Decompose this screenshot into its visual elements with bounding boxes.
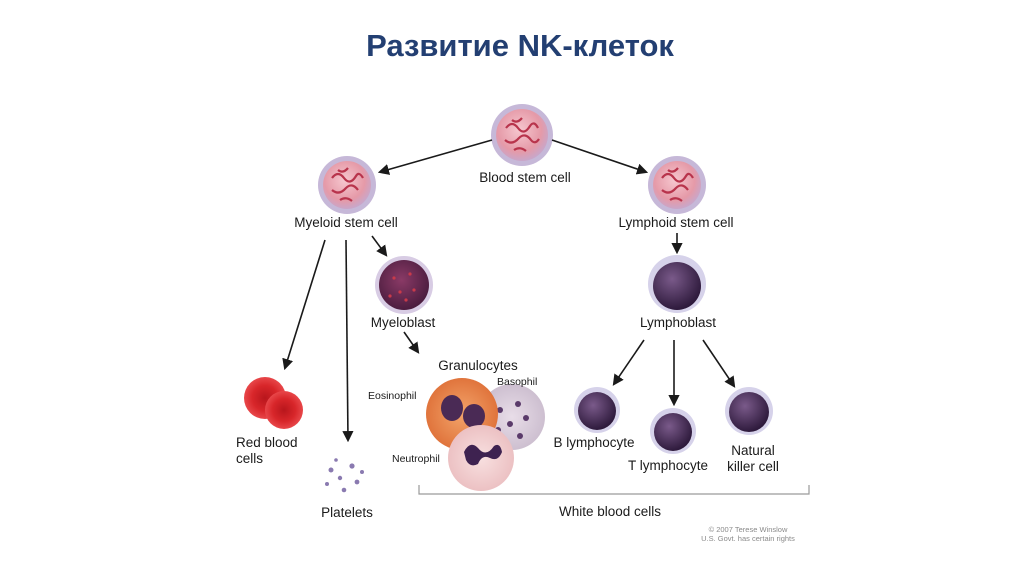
label-basophil: Basophil (497, 376, 537, 388)
red-blood-cells-image (244, 377, 303, 429)
label-granulocytes: Granulocytes (438, 358, 518, 373)
label-neutrophil: Neutrophil (392, 453, 440, 465)
credit-line2: U.S. Govt. has certain rights (701, 534, 795, 543)
myeloblast-image (375, 256, 433, 314)
platelets-image (325, 458, 364, 493)
lymphoid-stem-cell-image (648, 156, 706, 214)
neutrophil-image (448, 425, 514, 491)
myeloid-stem-cell-image (318, 156, 376, 214)
label-lymphoid-stem-cell: Lymphoid stem cell (618, 215, 733, 230)
label-nk-cell-line2: killer cell (727, 459, 779, 474)
label-myeloblast: Myeloblast (371, 315, 436, 330)
t-lymphocyte-image (650, 408, 696, 454)
label-eosinophil: Eosinophil (368, 390, 416, 402)
label-red-blood-cells-line1: Red blood (236, 435, 298, 450)
label-blood-stem-cell: Blood stem cell (479, 170, 571, 185)
lymphoblast-image (648, 255, 706, 313)
label-myeloid-stem-cell: Myeloid stem cell (294, 215, 398, 230)
blood-stem-cell-image (491, 104, 553, 166)
credit-line1: © 2007 Terese Winslow (709, 525, 788, 534)
arrows (282, 139, 736, 443)
white-blood-cells-bracket (418, 485, 810, 495)
b-lymphocyte-image (574, 387, 620, 433)
label-platelets: Platelets (321, 505, 373, 520)
label-white-blood-cells: White blood cells (559, 504, 661, 519)
label-red-blood-cells-line2: cells (236, 451, 263, 466)
label-lymphoblast: Lymphoblast (640, 315, 716, 330)
nk-cell-image (725, 387, 773, 435)
label-nk-cell-line1: Natural (731, 443, 775, 458)
label-b-lymphocyte: B lymphocyte (553, 435, 634, 450)
page-title: Развитие NK-клеток (366, 28, 674, 63)
label-t-lymphocyte: T lymphocyte (628, 458, 708, 473)
